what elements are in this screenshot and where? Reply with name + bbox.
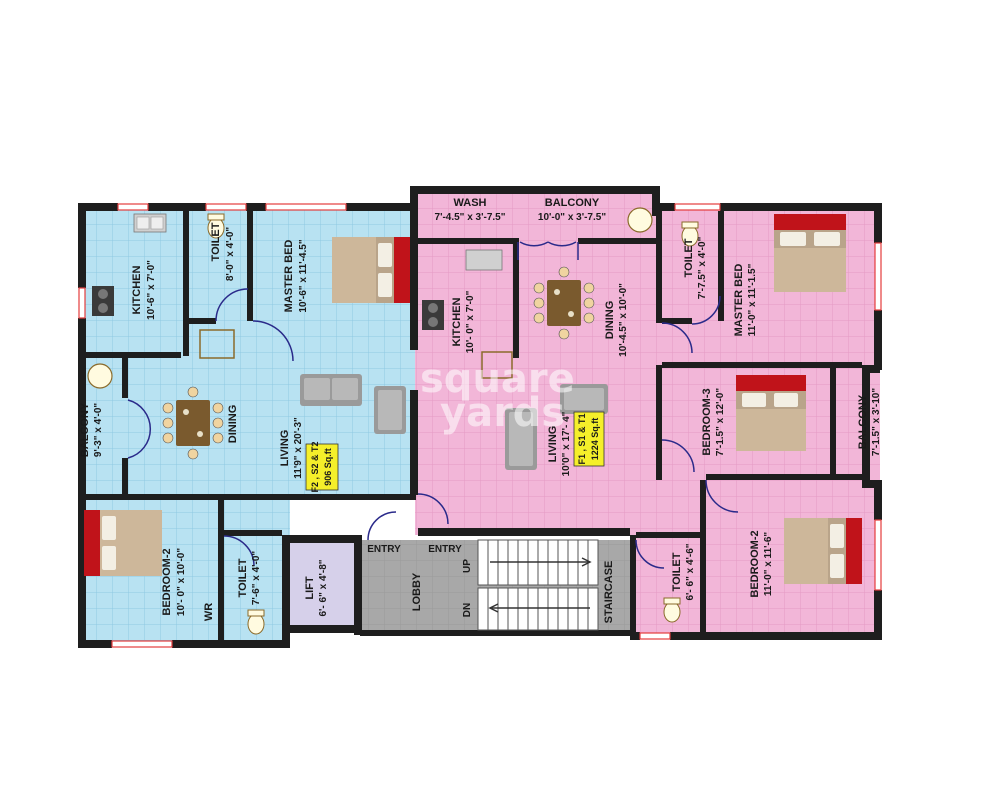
stove-icon — [422, 300, 444, 330]
flat-a-kitchen-label: KITCHEN — [131, 266, 143, 315]
flat-a-master-dim: 10'-6" x 11'-4.5" — [298, 239, 309, 312]
flat-a-area-tag: F2 , S2 & T2 906 Sq.ft — [305, 441, 339, 493]
flat-a-toilet2-label: TOILET — [237, 558, 249, 597]
flat-b-dining-label: DINING — [604, 301, 616, 340]
flat-b-wash-dim: 7'-4.5" x 3'-7.5" — [435, 212, 506, 223]
flat-a-toilet2-dim: 7'-6" x 4'-0" — [251, 551, 262, 606]
flat-a-bedroom2-label: BEDROOM-2 — [161, 548, 173, 615]
flat-a-balcony-dim: 9'-3" x 4'-0" — [93, 403, 104, 458]
doors — [127, 241, 739, 569]
lift-dim: 6'- 6" x 4'-8" — [318, 559, 329, 616]
furniture — [84, 207, 862, 635]
flat-a-living-label: LIVING — [279, 430, 291, 467]
svg-text:yards: yards — [440, 390, 565, 436]
wc-icon — [247, 609, 265, 635]
bed-icon — [784, 518, 862, 584]
flat-a-kitchen-dim: 10'-6" x 7'-0" — [146, 260, 157, 320]
flat-b-toilet1-label: TOILET — [683, 238, 695, 277]
flat-a-toilet-dim: 8'-0" x 4'-0" — [225, 227, 236, 282]
flat-b-dining-dim: 10'-4.5" x 10'-0" — [618, 283, 629, 357]
sink-icon — [133, 213, 167, 233]
flat-a-balcony-label: BALCONY — [79, 402, 91, 457]
lobby-label: LOBBY — [411, 572, 423, 611]
flat-b-balcony1-dim: 10'-0" x 3'-7.5" — [538, 212, 606, 223]
flat-b-bedroom2-label: BEDROOM-2 — [749, 530, 761, 597]
staircase-label: STAIRCASE — [603, 561, 615, 624]
flat-a-toilet-label: TOILET — [210, 222, 222, 261]
flat-b-toilet1-dim: 7'-7.5" x 4'-0" — [697, 236, 708, 299]
stair-dn-label: DN — [462, 603, 473, 617]
flat-b-balcony1-label: BALCONY — [545, 197, 600, 209]
flat-a-wr-label: WR — [203, 603, 215, 621]
flat-a-dining-label: DINING — [227, 405, 239, 444]
wc-icon — [663, 597, 681, 623]
flat-b-bedroom2-dim: 11'-0" x 11'-6" — [763, 532, 774, 597]
flat-b-bedroom3-dim: 7'-1.5" x 12'-0" — [715, 388, 726, 456]
flat-a-bedroom2-dim: 10'- 0" x 10'-0" — [176, 548, 187, 616]
flat-a-tag-line1: F2 , S2 & T2 — [310, 441, 320, 492]
flat-a-master-label: MASTER BED — [283, 240, 295, 313]
sofa-icon — [300, 374, 362, 406]
flat-b-toilet2-dim: 6'- 6" x 4'-6" — [685, 543, 696, 600]
bed-icon — [332, 237, 410, 303]
armchair-icon — [374, 386, 406, 434]
flat-b-toilet2-label: TOILET — [671, 552, 683, 591]
flat-a-living-dim: 11'9" x 20'-3" — [293, 417, 304, 479]
svg-text:square: square — [420, 356, 575, 402]
windows — [78, 203, 882, 648]
entry-left-label: ENTRY — [367, 544, 401, 555]
flat-b-living-label: LIVING — [547, 426, 559, 463]
watermark-logo: square yards — [420, 356, 575, 436]
staircase-steps — [477, 539, 599, 631]
flat-b-living-dim: 10'0" x 17'- 4" — [561, 411, 572, 476]
flat-b-kitchen-label: KITCHEN — [451, 298, 463, 347]
walls — [78, 186, 882, 648]
flat-b-master-dim: 11'-0" x 11'-1.5" — [747, 263, 758, 336]
flat-b-bedroom3-label: BEDROOM-3 — [701, 388, 713, 455]
flat-a-tag-line2: 906 Sq.ft — [323, 448, 333, 486]
lift-label: LIFT — [304, 576, 316, 599]
flat-b-tag-line1: F1 , S1 & T1 — [577, 413, 587, 464]
stair-up-label: UP — [462, 559, 473, 573]
flat-b-kitchen-dim: 10'- 0" x 7'-0" — [465, 290, 476, 353]
flat-b-master-label: MASTER BED — [733, 264, 745, 337]
entry-right-label: ENTRY — [428, 544, 462, 555]
flat-b-wash-label: WASH — [454, 197, 487, 209]
flat-b-balcony2-label: BALCONY — [857, 394, 869, 449]
stove-icon — [92, 286, 114, 316]
flat-b-balcony2-dim: 7'-1.5" x 3'-10" — [871, 388, 882, 456]
flat-b-area-tag: F1 , S1 & T1 1224 Sq.ft — [573, 411, 605, 467]
flat-b-tag-line2: 1224 Sq.ft — [590, 418, 600, 461]
